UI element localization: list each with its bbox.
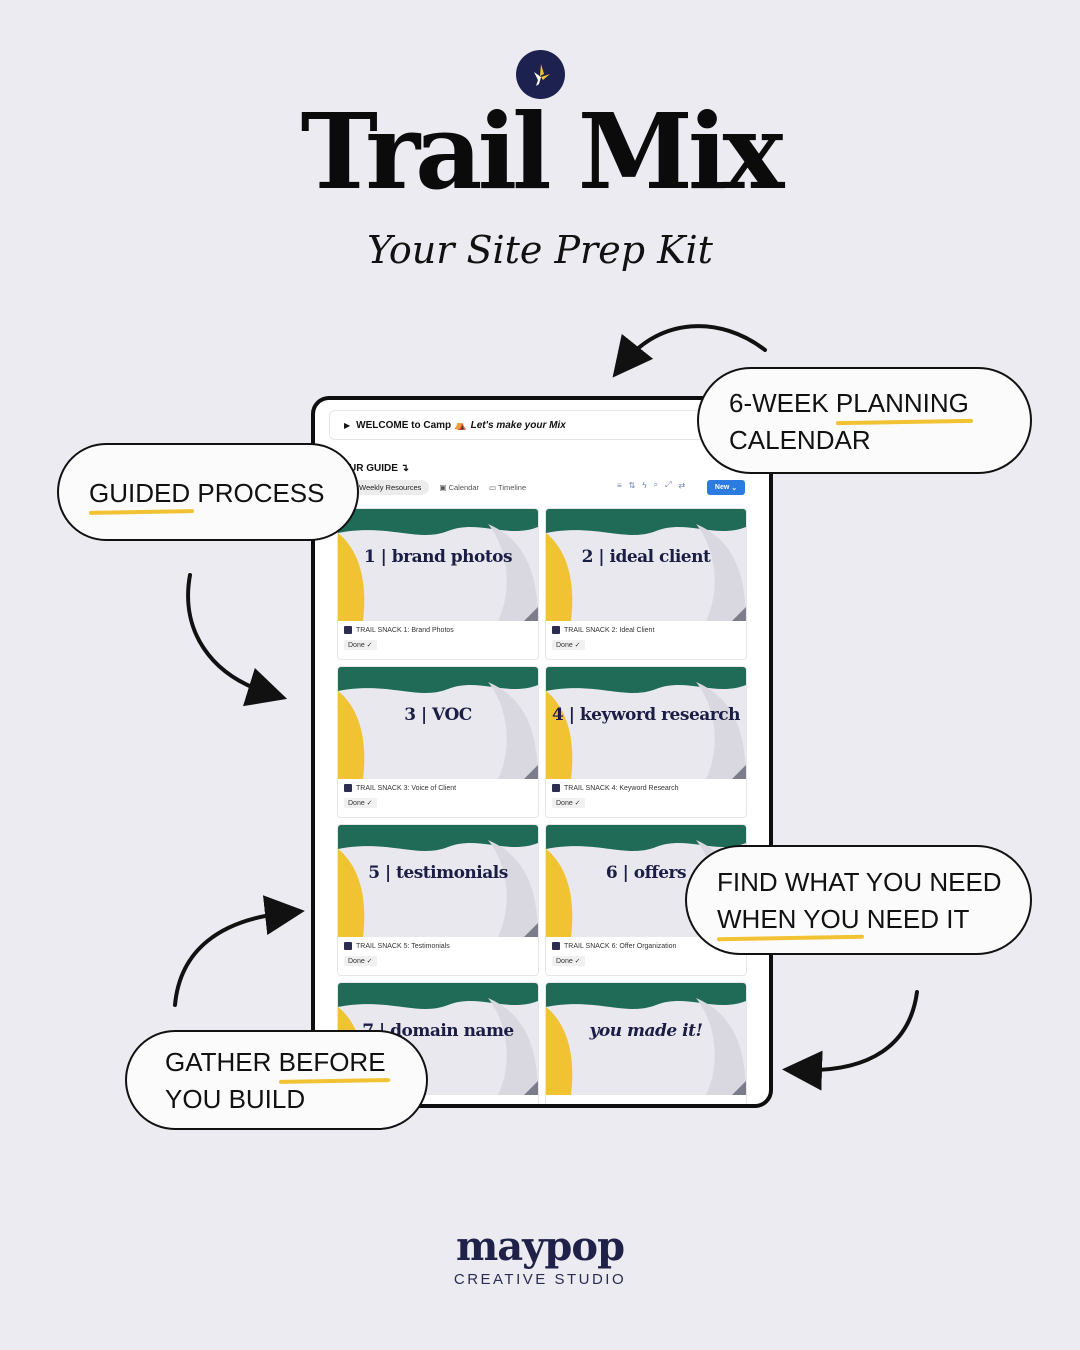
settings-icon[interactable]: ⇄ (678, 480, 686, 490)
status-badge: Done ✓ (344, 798, 377, 808)
expand-icon[interactable]: ⤢ (665, 480, 672, 489)
card-name[interactable]: TRAIL SNACK 1: Brand Photos (344, 626, 454, 634)
welcome-tagline: Let's make your Mix (470, 419, 566, 431)
status-badge: Done ✓ (552, 640, 585, 650)
page-icon (344, 942, 352, 950)
lightning-icon[interactable]: ϟ (642, 480, 647, 490)
brand-tagline: CREATIVE STUDIO (453, 1271, 627, 1288)
filter-icon[interactable]: ≡ (617, 480, 622, 490)
page-icon (344, 784, 352, 792)
card-cover-image (338, 509, 538, 621)
page-icon (552, 942, 560, 950)
guide-heading: UR GUIDE ↴ (349, 463, 410, 474)
resource-card[interactable]: you made it! (545, 982, 747, 1104)
tent-icon: ⛺ (454, 419, 467, 431)
search-icon[interactable]: ⌕ (653, 480, 659, 489)
status-badge: Done ✓ (552, 956, 585, 966)
card-title: 2 | ideal client (581, 547, 711, 567)
card-cover-image (338, 667, 538, 779)
page-icon (552, 626, 560, 634)
card-name[interactable]: TRAIL SNACK 3: Voice of Client (344, 784, 456, 792)
tab-timeline[interactable]: Timeline (489, 483, 526, 492)
tablet-screenshot: ▶ WELCOME to Camp ⛺ Let's make your Mix … (311, 396, 773, 1108)
card-name[interactable]: TRAIL SNACK 6: Offer Organization (552, 942, 676, 950)
toggle-triangle-icon: ▶ (344, 420, 351, 430)
page-title: Trail Mix (300, 90, 785, 213)
arrow-left (186, 573, 288, 707)
card-cover-image (546, 509, 746, 621)
card-title: 1 | brand photos (363, 547, 513, 567)
new-button[interactable]: New ⌄ (707, 480, 745, 495)
card-cover-image (338, 825, 538, 937)
card-title: 5 | testimonials (368, 863, 508, 883)
card-title: 4 | keyword research (552, 705, 740, 725)
status-badge: Done ✓ (344, 640, 377, 650)
arrow-bottom-right (782, 990, 919, 1091)
page-subtitle: Your Site Prep Kit (367, 228, 713, 272)
arrow-bottom-left (173, 895, 305, 1007)
page-icon (552, 784, 560, 792)
card-cover-image (546, 667, 746, 779)
card-title: 3 | VOC (404, 705, 472, 725)
welcome-toggle[interactable]: ▶ WELCOME to Camp ⛺ Let's make your Mix (329, 410, 745, 440)
tab-calendar[interactable]: Calendar (439, 483, 479, 492)
card-title: you made it! (589, 1021, 703, 1041)
tab-weekly-resources[interactable]: Weekly Resources (351, 480, 430, 495)
callout-guided-process: GUIDED PROCESS (57, 443, 359, 541)
callout-planning-calendar: 6-WEEK PLANNING CALENDAR (697, 367, 1032, 474)
hummingbird-logo-icon (516, 50, 565, 99)
card-title: 6 | offers (605, 863, 687, 883)
card-name[interactable]: TRAIL SNACK 5: Testimonials (344, 942, 450, 950)
maypop-logo: maypop (455, 1223, 625, 1270)
card-name[interactable]: TRAIL SNACK 4: Keyword Research (552, 784, 679, 792)
sort-icon[interactable]: ⇅ (628, 480, 636, 490)
page-icon (344, 626, 352, 634)
card-name[interactable]: TRAIL SNACK 2: Ideal Client (552, 626, 654, 634)
status-badge: Done ✓ (344, 956, 377, 966)
card-cover-image (546, 983, 746, 1095)
callout-gather-before-you-build: GATHER BEFORE YOU BUILD (125, 1030, 428, 1130)
arrow-top (612, 324, 767, 378)
status-badge: Done ✓ (552, 798, 585, 808)
callout-find-what-you-need: FIND WHAT YOU NEED WHEN YOU NEED IT (685, 845, 1032, 955)
welcome-text: WELCOME to Camp (356, 419, 452, 431)
